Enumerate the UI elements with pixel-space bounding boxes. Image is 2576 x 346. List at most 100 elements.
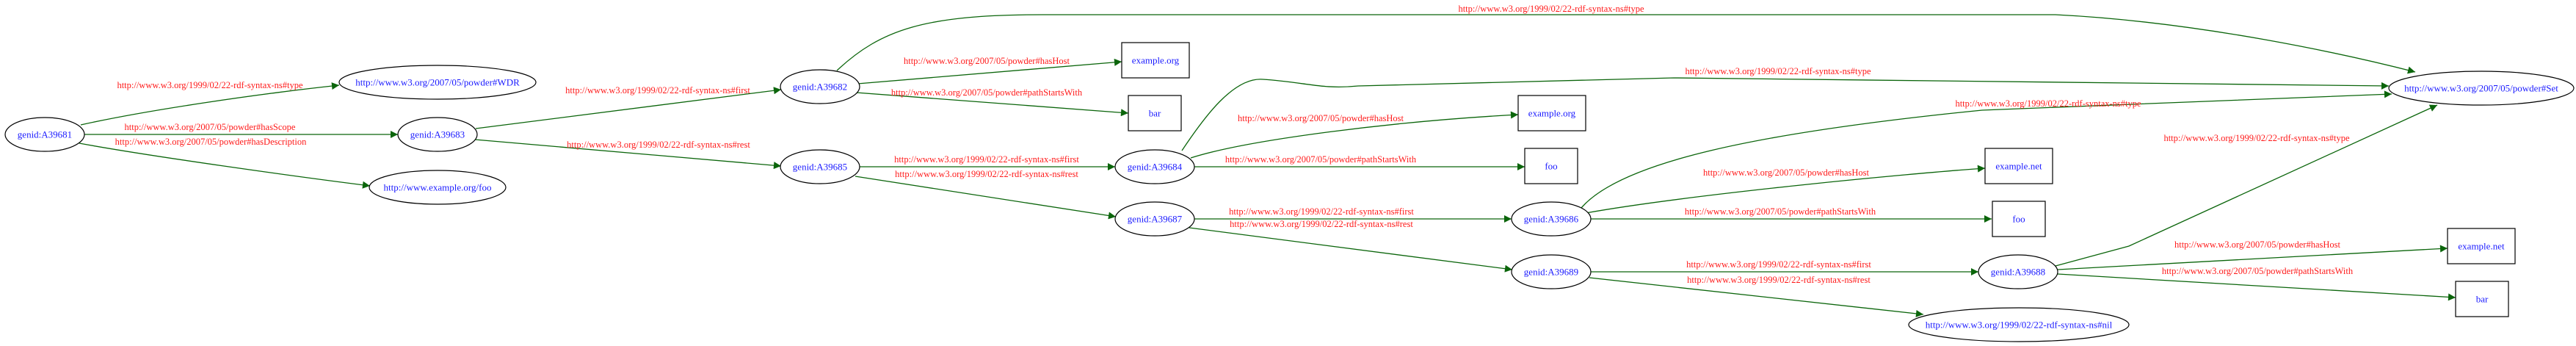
edge-hashost: http://www.w3.org/2007/05/powder#hasHost [2057,239,2448,270]
node-genid-a39688[interactable]: genid:A39688 [1978,254,2058,289]
edge-label: http://www.w3.org/2007/05/powder#hasHost [904,56,1070,66]
edge-hashost: http://www.w3.org/2007/05/powder#hasHost [857,56,1122,84]
node-box [1517,95,1586,131]
node-genid-a39684[interactable]: genid:A39684 [1114,149,1195,184]
edge-arrow [1181,77,2390,151]
node-ellipse [1511,201,1592,237]
edge-label: http://www.w3.org/1999/02/22-rdf-syntax-… [1229,206,1414,217]
edge-label: http://www.w3.org/2007/05/powder#hasDesc… [115,137,307,147]
node-example-net[interactable]: example.net [2447,228,2516,264]
edge-arrow [2055,104,2438,267]
node-ellipse [397,117,478,152]
edge-pathstartswith: http://www.w3.org/2007/05/powder#pathSta… [855,87,1129,117]
edge-type: http://www.w3.org/1999/02/22-rdf-syntax-… [1578,90,2392,212]
edge-label: http://www.w3.org/2007/05/powder#hasHost [2174,239,2341,250]
node-box [1121,42,1190,79]
edge-label: http://www.w3.org/1999/02/22-rdf-syntax-… [895,169,1078,179]
node-label: genid:A39681 [18,129,72,140]
node-label: example.org [1132,55,1180,66]
edge-arrow [80,82,340,126]
node-label: foo [2012,214,2025,225]
node-box [2455,281,2509,317]
edge-label: http://www.w3.org/2007/05/powder#hasHost [1238,113,1404,123]
edge-hashost: http://www.w3.org/2007/05/powder#hasHost [1190,111,1519,159]
node-genid-a39682[interactable]: genid:A39682 [780,69,860,104]
node-ellipse [1114,201,1195,237]
edge-label: http://www.w3.org/2007/05/powder#pathSta… [1225,154,1417,165]
node-genid-a39683[interactable]: genid:A39683 [397,117,478,152]
node-genid-a39681[interactable]: genid:A39681 [4,117,85,152]
edge-type: http://www.w3.org/1999/02/22-rdf-syntax-… [1181,66,2390,151]
node-label: genid:A39688 [1991,267,2045,278]
edge-first: http://www.w3.org/1999/02/22-rdf-syntax-… [860,154,1115,170]
node-foo[interactable]: foo [1524,148,1578,184]
node-www-w3-org-2007-05-powder-set[interactable]: http://www.w3.org/2007/05/powder#Set [2388,71,2575,106]
node-box [1984,148,2053,184]
node-ellipse [780,149,860,184]
edge-label: http://www.w3.org/1999/02/22-rdf-syntax-… [1955,98,2141,109]
node-label: genid:A39683 [410,129,465,140]
nodes: genid:A39681 http://www.w3.org/2007/05/po… [4,42,2575,342]
node-bar[interactable]: bar [2455,281,2509,317]
node-label: genid:A39685 [793,162,847,173]
edge-type: http://www.w3.org/1999/02/22-rdf-syntax-… [80,80,340,126]
edge-label: http://www.w3.org/1999/02/22-rdf-syntax-… [2163,133,2350,143]
edge-label: http://www.w3.org/1999/02/22-rdf-syntax-… [567,140,750,150]
node-ellipse [2388,71,2575,106]
node-genid-a39687[interactable]: genid:A39687 [1114,201,1195,237]
node-label: http://www.w3.org/2007/05/powder#WDR [355,77,520,88]
edge-first: http://www.w3.org/1999/02/22-rdf-syntax-… [1591,259,1978,275]
node-ellipse [780,69,860,104]
edge-label: http://www.w3.org/2007/05/powder#pathSta… [2162,266,2354,276]
node-genid-a39686[interactable]: genid:A39686 [1511,201,1592,237]
edge-label: http://www.w3.org/2007/05/powder#pathSta… [891,87,1083,98]
edge-arrow [475,87,782,129]
edge-label: http://www.w3.org/1999/02/22-rdf-syntax-… [1686,259,1871,270]
node-label: genid:A39689 [1524,267,1578,278]
edge-pathstartswith: http://www.w3.org/2007/05/powder#pathSta… [2057,266,2456,301]
edge-arrow [2057,245,2448,270]
node-example-org[interactable]: example.org [1517,95,1586,131]
node-box [1128,95,1182,131]
edge-type: http://www.w3.org/1999/02/22-rdf-syntax-… [836,4,2416,74]
node-genid-a39685[interactable]: genid:A39685 [780,149,860,184]
edge-label: http://www.w3.org/2007/05/powder#hasScop… [125,122,296,132]
node-www-example-org-foo[interactable]: http://www.example.org/foo [369,170,507,205]
node-label: http://www.w3.org/2007/05/powder#Set [2404,83,2558,94]
node-label: example.net [2458,241,2505,252]
edge-rest: http://www.w3.org/1999/02/22-rdf-syntax-… [1189,219,1513,273]
node-label: genid:A39687 [1128,214,1183,225]
node-www-w3-org-2007-05-powder-wdr[interactable]: http://www.w3.org/2007/05/powder#WDR [338,65,537,100]
node-genid-a39689[interactable]: genid:A39689 [1511,254,1592,289]
node-box [2447,228,2516,264]
edge-rest: http://www.w3.org/1999/02/22-rdf-syntax-… [474,139,782,170]
node-ellipse [1978,254,2058,289]
edge-arrow [855,176,1117,220]
edge-arrow [857,58,1122,84]
edge-label: http://www.w3.org/1999/02/22-rdf-syntax-… [565,85,750,95]
node-www-w3-org-1999-02-22-rdf-syntax-ns-nil[interactable]: http://www.w3.org/1999/02/22-rdf-syntax-… [1908,307,2130,342]
edge-hasscope: http://www.w3.org/2007/05/powder#hasScop… [84,122,398,138]
edge-label: http://www.w3.org/2007/05/powder#hasHost [1703,167,1870,178]
edge-pathstartswith: http://www.w3.org/2007/05/powder#pathSta… [1194,154,1525,170]
edge-arrow [79,143,371,189]
node-label: bar [2476,294,2489,305]
edge-arrow [1189,227,1513,273]
edge-label: http://www.w3.org/1999/02/22-rdf-syntax-… [117,80,303,90]
edge-first: http://www.w3.org/1999/02/22-rdf-syntax-… [475,85,782,129]
node-example-org[interactable]: example.org [1121,42,1190,79]
edge-label: http://www.w3.org/2007/05/powder#pathSta… [1685,206,1876,217]
node-label: genid:A39682 [793,82,847,93]
edge-label: http://www.w3.org/1999/02/22-rdf-syntax-… [1230,219,1413,229]
node-example-net[interactable]: example.net [1984,148,2053,184]
edge-label: http://www.w3.org/1999/02/22-rdf-syntax-… [1458,4,1644,14]
node-label: example.org [1528,108,1576,119]
edge-label: http://www.w3.org/1999/02/22-rdf-syntax-… [1687,275,1871,285]
node-foo[interactable]: foo [1992,201,2046,237]
node-bar[interactable]: bar [1128,95,1182,131]
edge-label: http://www.w3.org/1999/02/22-rdf-syntax-… [894,154,1079,165]
edge-label: http://www.w3.org/1999/02/22-rdf-syntax-… [1685,66,1871,76]
node-label: http://www.w3.org/1999/02/22-rdf-syntax-… [1926,320,2113,331]
edges: http://www.w3.org/1999/02/22-rdf-syntax-… [79,4,2456,317]
